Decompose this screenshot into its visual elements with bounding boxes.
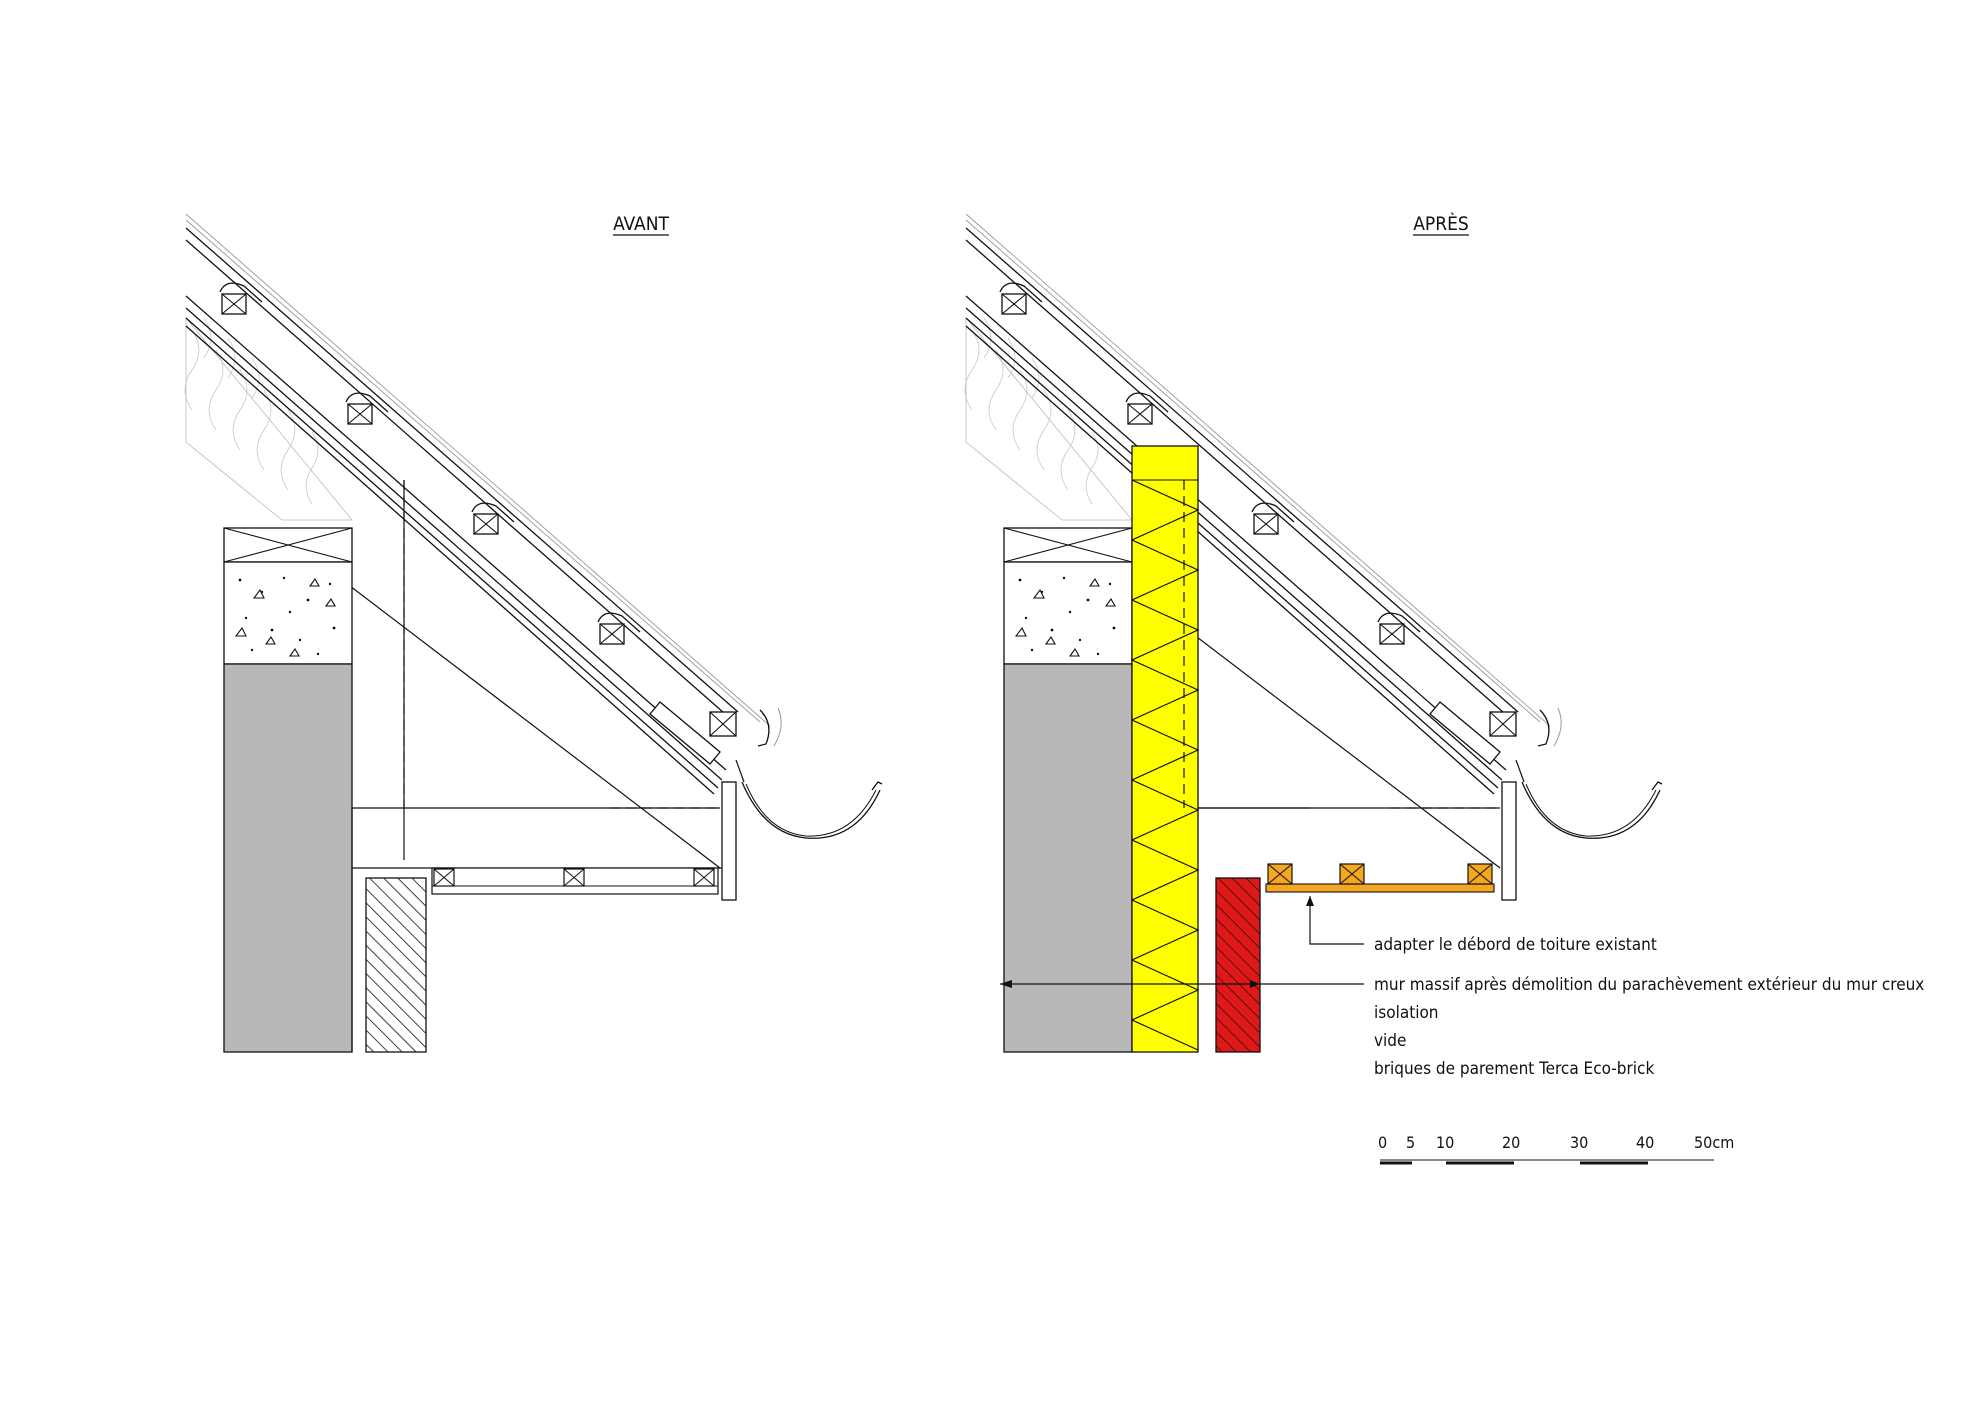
- scale-label-30: 30: [1570, 1133, 1588, 1152]
- scale-label-0: 0: [1378, 1133, 1387, 1152]
- before-title: AVANT: [613, 213, 669, 235]
- leader-wall: [1000, 980, 1364, 988]
- after-soffit: [1265, 863, 1495, 893]
- after-insulation: [1130, 445, 1200, 1053]
- scale-label-40: 40: [1636, 1133, 1654, 1152]
- after-title: APRÈS: [1413, 212, 1469, 235]
- annotation-insulation: isolation: [1374, 1003, 1439, 1023]
- scale-label-50: 50cm: [1694, 1133, 1734, 1152]
- after-facing-brick: [1215, 877, 1261, 1053]
- scale-label-10: 10: [1436, 1133, 1454, 1152]
- annotation-list: adapter le débord de toiture existant mu…: [1374, 935, 1924, 1079]
- scale-label-5: 5: [1406, 1133, 1415, 1152]
- scale-label-20: 20: [1502, 1133, 1520, 1152]
- before-roof-section: [184, 213, 883, 1053]
- annotation-massive-wall: mur massif après démolition du parachève…: [1374, 975, 1924, 995]
- annotation-soffit: adapter le débord de toiture existant: [1374, 935, 1657, 955]
- leader-soffit: [1306, 896, 1364, 945]
- before-soffit: [431, 867, 719, 895]
- scale-bar: 0 5 10 20 30 40 50cm: [1378, 1133, 1734, 1165]
- before-facing-brick: [365, 877, 427, 1053]
- after-detail: APRÈS: [964, 212, 1924, 1165]
- after-roof-section: [964, 213, 1663, 1053]
- annotation-facing-brick: briques de parement Terca Eco-brick: [1374, 1059, 1654, 1079]
- annotation-cavity: vide: [1374, 1031, 1406, 1051]
- before-detail: AVANT: [184, 213, 883, 1053]
